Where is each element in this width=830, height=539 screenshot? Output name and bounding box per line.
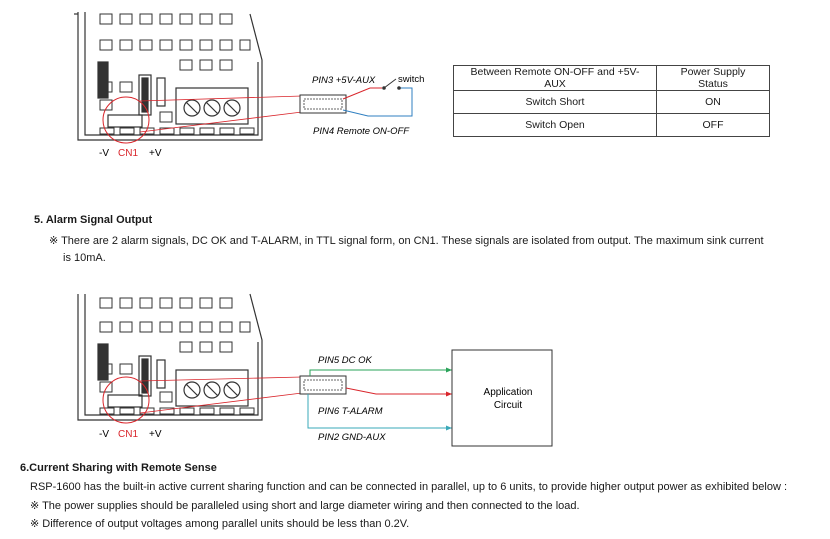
table-header-row: Between Remote ON-OFF and +5V-AUX Power … xyxy=(453,65,770,91)
minus-v-label: -V xyxy=(99,429,109,440)
section5-line2: is 10mA. xyxy=(63,252,106,264)
cn1-connector-zoom-1 xyxy=(299,94,347,114)
remote-onoff-diagram: PIN3 +5V-AUX switch PIN4 Remote ON-OFF -… xyxy=(74,12,424,159)
remote-onoff-table: Between Remote ON-OFF and +5V-AUX Power … xyxy=(453,65,770,137)
pin4-label: PIN4 Remote ON-OFF xyxy=(313,126,410,137)
section5-line1: ※ There are 2 alarm signals, DC OK and T… xyxy=(49,235,764,247)
switch-label: switch xyxy=(398,74,424,85)
minus-v-label: -V xyxy=(99,148,109,159)
cn1-label: CN1 xyxy=(118,148,138,159)
psu-chassis-2 xyxy=(77,293,263,421)
switch-symbol xyxy=(382,78,401,90)
pin3-label: PIN3 +5V-AUX xyxy=(312,75,376,86)
psu-chassis-1 xyxy=(74,12,263,141)
alarm-signal-diagram: Application Circuit PIN5 DC OK PIN6 T-AL… xyxy=(77,293,553,447)
table-row: Switch Short ON xyxy=(453,90,770,114)
table-cell: Switch Open xyxy=(453,113,657,137)
section6-heading: 6.Current Sharing with Remote Sense xyxy=(20,462,217,474)
table-header: Between Remote ON-OFF and +5V-AUX xyxy=(453,65,657,91)
app-circuit-line1: Application xyxy=(484,387,533,398)
table-row: Switch Open OFF xyxy=(453,113,770,137)
cn1-connector-zoom-2 xyxy=(299,375,347,395)
application-circuit-box xyxy=(451,349,553,447)
section6-bullet: ※ The power supplies should be parallele… xyxy=(30,500,580,512)
table-cell: Switch Short xyxy=(453,90,657,114)
section6-bullet: ※ Difference of output voltages among pa… xyxy=(30,518,410,530)
section5-heading: 5. Alarm Signal Output xyxy=(34,214,153,226)
cn1-highlight-circle-2 xyxy=(102,376,150,424)
section6-intro: RSP-1600 has the built-in active current… xyxy=(30,481,788,493)
cn1-highlight-circle-1 xyxy=(102,96,150,144)
table-header: Power Supply Status xyxy=(656,65,770,91)
app-circuit-line2: Circuit xyxy=(494,400,523,411)
pin6-label: PIN6 T-ALARM xyxy=(318,406,383,417)
plus-v-label: +V xyxy=(149,429,162,440)
cn1-label: CN1 xyxy=(118,429,138,440)
table-cell: ON xyxy=(656,90,770,114)
pin5-label: PIN5 DC OK xyxy=(318,355,373,366)
plus-v-label: +V xyxy=(149,148,162,159)
table-cell: OFF xyxy=(656,113,770,137)
pin2-label: PIN2 GND-AUX xyxy=(318,432,386,443)
